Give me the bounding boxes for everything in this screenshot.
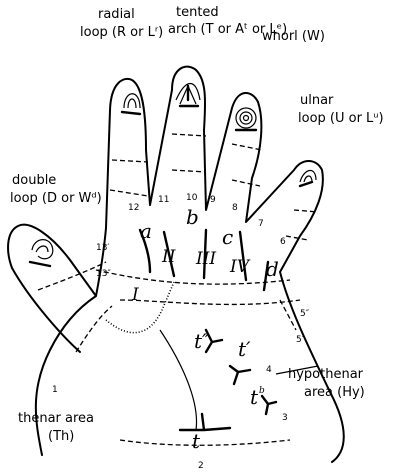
label-radial-loop-l1: radial [98,7,135,22]
crease-6: 6 [280,237,286,247]
triradius-a: a [140,219,152,243]
triradius-t-b-sup: b [259,386,265,396]
label-tented-arch-l1: tented [176,5,219,20]
hand-outline [8,67,344,462]
crease-5-prime: 5′ [296,335,304,345]
crease-13-double: 13″ [96,269,111,279]
radial-loop-pattern [124,94,140,108]
whorl-inner [240,112,252,124]
triradius-t-prime-mark [230,366,250,384]
label-hypothenar-l2: area (Hy) [304,385,365,400]
triradius-c: c [222,225,233,249]
crease-11: 11 [158,195,169,205]
label-whorl: whorl (W) [262,29,325,44]
triradius-t-prime: t′ [238,337,251,361]
double-loop-pattern [32,240,53,259]
crease-12: 12 [128,203,139,213]
crease-4: 4 [266,365,272,375]
crease-7: 7 [258,219,264,229]
whorl-pattern [236,108,256,128]
crease-1: 1 [52,385,58,395]
label-double-loop-l2: loop (D or Wᵈ) [10,191,102,206]
ulnar-loop-pattern [300,170,316,182]
label-ulnar-loop-l1: ulnar [300,93,334,108]
area-i: I [131,285,139,305]
crease-9: 9 [210,195,216,205]
triradius-t-double: t″ [194,329,210,353]
area-i-boundary [106,282,174,333]
triradius-t-b: t [250,385,259,409]
label-radial-loop-l2: loop (R or Lʳ) [80,25,163,40]
crease-10: 10 [186,193,198,203]
area-iii: III [195,249,216,269]
triradius-t-mark [180,414,230,430]
area-iv: IV [229,257,251,277]
double-loop-triradius [30,262,50,266]
triradius-b: b [186,205,199,229]
radial-loop-triradius [122,112,140,114]
crease-8: 8 [232,203,238,213]
crease-2: 2 [198,461,204,471]
label-hypothenar-l1: hypothenar [288,367,364,382]
label-ulnar-loop-l2: loop (U or Lᵘ) [298,111,384,126]
label-thenar-l1: thenar area [18,411,94,426]
whorl-core [244,116,249,121]
triradius-d: d [266,257,279,281]
crease-5-double: 5″ [300,309,310,319]
crease-13-prime: 13′ [96,243,110,253]
label-double-loop-l1: double [12,173,56,188]
crease-3: 3 [282,413,288,423]
ulnar-loop-triradius [300,182,312,186]
label-thenar-l2: (Th) [48,429,74,444]
triradius-t-b-mark [262,396,276,414]
area-ii: II [161,247,176,267]
triradius-t: t [192,429,201,453]
thenar-crease [160,330,197,430]
